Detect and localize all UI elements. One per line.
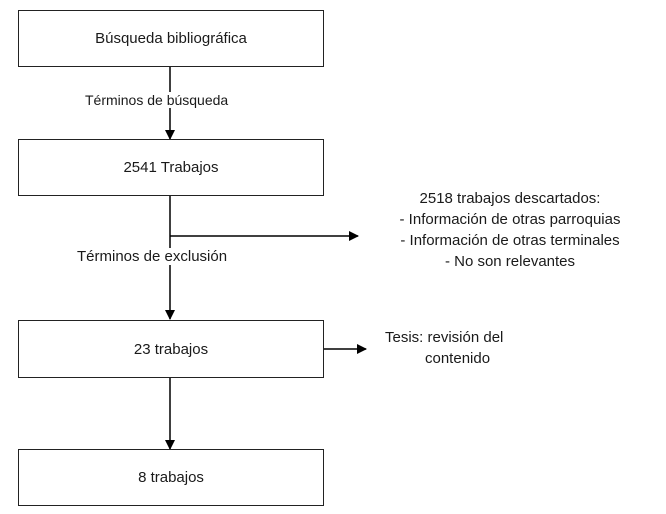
box-8-works-label: 8 trabajos: [138, 469, 204, 486]
box-23-works: 23 trabajos: [18, 320, 324, 378]
edge-label-exclusion-terms: Términos de exclusión: [77, 248, 228, 265]
discarded-title: 2518 trabajos descartados:: [419, 190, 601, 207]
discarded-item: - Información de otras parroquias: [399, 211, 621, 228]
discarded-item: - Información de otras terminales: [400, 232, 620, 249]
thesis-line-1: Tesis: revisión del: [385, 329, 504, 346]
box-8-works: 8 trabajos: [18, 449, 324, 506]
discarded-item: - No son relevantes: [444, 253, 576, 270]
discarded-note: 2518 trabajos descartados: - Información…: [362, 188, 658, 272]
box-2541-works: 2541 Trabajos: [18, 139, 324, 196]
box-23-works-label: 23 trabajos: [133, 340, 209, 358]
thesis-line-2: contenido: [425, 350, 491, 367]
edge-label-search-terms: Términos de búsqueda: [85, 92, 229, 108]
box-2541-works-label: 2541 Trabajos: [123, 159, 219, 176]
thesis-note: Tesis: revisión del contenido: [385, 327, 503, 369]
box-search-label: Búsqueda bibliográfica: [95, 30, 247, 47]
box-search: Búsqueda bibliográfica: [18, 10, 324, 67]
